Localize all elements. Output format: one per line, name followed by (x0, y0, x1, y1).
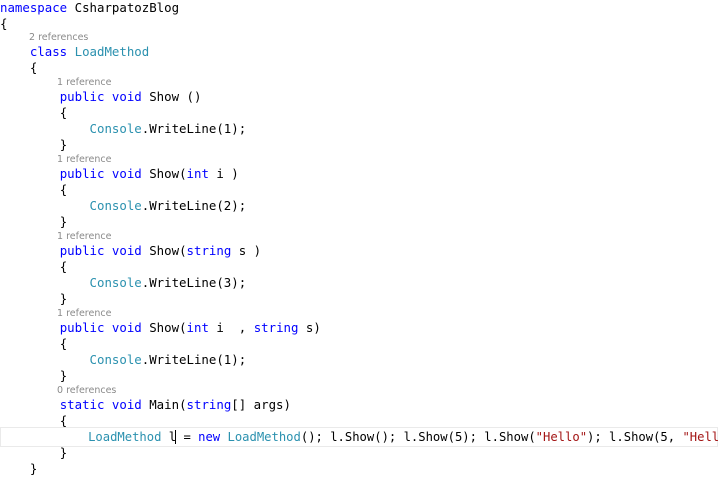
keyword-int: int (186, 166, 209, 181)
code-line-brace[interactable]: } (0, 445, 67, 461)
keyword-namespace: namespace (0, 0, 68, 15)
code-line-namespace[interactable]: namespace CsharpatozBlog (0, 0, 179, 16)
keyword-static: static (59, 397, 105, 412)
code-line-class[interactable]: class LoadMethod (0, 44, 149, 60)
parameter-list: s) (298, 320, 321, 335)
type-loadmethod: LoadMethod (227, 430, 301, 444)
text-caret (175, 430, 176, 444)
code-line-method-show-3[interactable]: public void Show(string s ) (0, 243, 261, 259)
method-name: Show( (141, 166, 187, 181)
close-brace: } (59, 214, 68, 229)
code-line-brace[interactable]: { (0, 182, 67, 198)
codelens-references[interactable]: 1 reference (57, 308, 112, 319)
type-console: Console (89, 352, 142, 367)
call-writeline: .WriteLine(1); (141, 121, 247, 136)
keyword-string: string (253, 320, 299, 335)
close-brace: } (59, 291, 68, 306)
string-literal: "Hello" (682, 430, 718, 444)
keyword-public: public (59, 320, 105, 335)
parameter-separator: i , (208, 320, 254, 335)
close-brace: } (29, 461, 38, 476)
keyword-string: string (186, 397, 232, 412)
keyword-new: new (198, 430, 221, 444)
call-writeline: .WriteLine(3); (141, 275, 247, 290)
code-line-brace[interactable]: } (0, 214, 67, 230)
keyword-class: class (29, 44, 68, 59)
code-line-brace[interactable]: } (0, 137, 67, 153)
close-brace: } (59, 137, 68, 152)
method-name: Show( (141, 243, 187, 258)
code-line-brace[interactable]: } (0, 368, 67, 384)
parameter-list: i ) (208, 166, 239, 181)
codelens-references[interactable]: 1 reference (57, 154, 112, 165)
open-brace: { (29, 60, 38, 75)
codelens-references[interactable]: 1 reference (57, 77, 112, 88)
code-line-writeline-2[interactable]: Console.WriteLine(2); (0, 198, 247, 214)
code-line-brace[interactable]: { (0, 105, 67, 121)
keyword-void: void (111, 89, 142, 104)
keyword-void: void (111, 397, 142, 412)
code-line-brace[interactable]: } (0, 461, 37, 477)
code-fragment: l = (161, 430, 199, 444)
class-name: LoadMethod (74, 44, 150, 59)
open-brace: { (59, 336, 68, 351)
call-writeline: .WriteLine(1); (141, 352, 247, 367)
open-brace: { (59, 413, 68, 428)
keyword-public: public (59, 166, 105, 181)
code-line-method-show-1[interactable]: public void Show () (0, 89, 202, 105)
open-brace: { (59, 259, 68, 274)
codelens-references[interactable]: 0 references (57, 385, 117, 396)
parameter-list: [] args) (231, 397, 291, 412)
code-fragment: (); l.Show(); l.Show(5); l.Show( (300, 430, 536, 444)
close-brace: } (59, 445, 68, 460)
keyword-void: void (111, 166, 142, 181)
code-line-writeline-3[interactable]: Console.WriteLine(3); (0, 275, 247, 291)
method-name: Main( (141, 397, 187, 412)
keyword-public: public (59, 243, 105, 258)
keyword-int: int (186, 320, 209, 335)
code-line-brace[interactable]: } (0, 291, 67, 307)
code-line-main[interactable]: static void Main(string[] args) (0, 397, 291, 413)
type-loadmethod: LoadMethod (88, 430, 162, 444)
codelens-references[interactable]: 2 references (29, 32, 89, 43)
keyword-void: void (111, 320, 142, 335)
method-name: Show( (141, 320, 187, 335)
keyword-public: public (59, 89, 105, 104)
type-console: Console (89, 275, 142, 290)
code-line-brace[interactable]: { (0, 16, 7, 32)
open-brace: { (0, 16, 8, 31)
code-line-writeline-4[interactable]: Console.WriteLine(1); (0, 352, 247, 368)
call-writeline: .WriteLine(2); (141, 198, 247, 213)
code-line-brace[interactable]: { (0, 336, 67, 352)
codelens-references[interactable]: 1 reference (57, 231, 112, 242)
type-console: Console (89, 121, 142, 136)
code-line-brace[interactable]: { (0, 60, 37, 76)
type-console: Console (89, 198, 142, 213)
code-fragment: ); l.Show(5, (587, 430, 683, 444)
code-line-writeline-1[interactable]: Console.WriteLine(1); (0, 121, 247, 137)
code-line-main-body[interactable]: LoadMethod l = new LoadMethod(); l.Show(… (0, 429, 718, 445)
code-line-method-show-2[interactable]: public void Show(int i ) (0, 166, 239, 182)
keyword-string: string (186, 243, 232, 258)
close-brace: } (59, 368, 68, 383)
string-literal: "Hello" (535, 430, 588, 444)
open-brace: { (59, 182, 68, 197)
namespace-name: CsharpatozBlog (74, 0, 180, 15)
code-line-brace[interactable]: { (0, 259, 67, 275)
code-line-method-show-4[interactable]: public void Show(int i , string s) (0, 320, 321, 336)
keyword-void: void (111, 243, 142, 258)
open-brace: { (59, 105, 68, 120)
parameter-list: s ) (231, 243, 262, 258)
method-signature: Show () (141, 89, 202, 104)
code-line-brace[interactable]: { (0, 413, 67, 429)
